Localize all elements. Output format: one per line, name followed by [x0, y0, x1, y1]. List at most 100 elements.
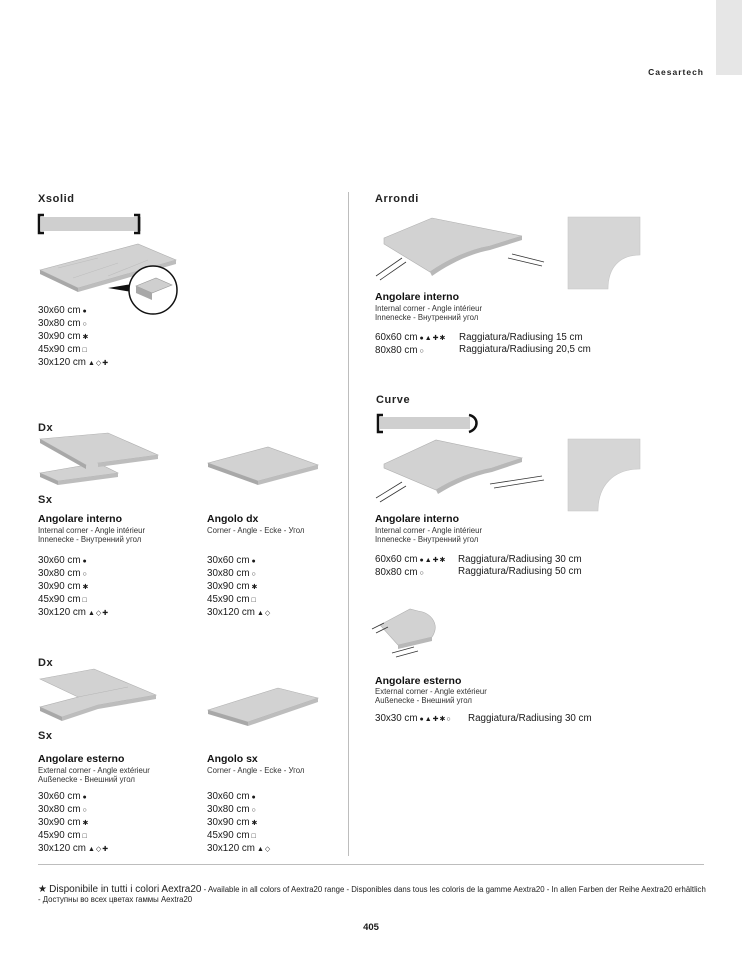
footer-divider: [38, 864, 704, 865]
subtitle-line: Außenecke - Внешний угол: [38, 775, 135, 784]
color-symbols: ●: [82, 794, 88, 801]
color-symbols: ○: [82, 571, 88, 578]
interno-title: Angolare interno: [38, 513, 123, 525]
page-tab: [716, 0, 742, 75]
color-symbols: ○: [419, 570, 425, 577]
curve-subtitle: Internal corner - Angle intérieur Innene…: [375, 526, 482, 544]
subtitle-line: Innenecke - Внутренний угол: [375, 535, 479, 544]
size-text: 30x120 cm: [38, 357, 86, 368]
size-row: 80x80 cm○: [375, 567, 446, 580]
radius-text: Raggiatura/Radiusing 20,5 cm: [459, 344, 591, 355]
size-row: 60x60 cm●▲✚✱: [375, 332, 446, 345]
curve-size-list: 60x60 cm●▲✚✱ 80x80 cm○: [375, 554, 446, 580]
color-symbols: □: [251, 597, 257, 604]
esterno-size-list: 30x60 cm● 30x80 cm○ 30x90 cm✱ 45x90 cm□ …: [38, 791, 109, 856]
color-symbols: ●: [251, 794, 257, 801]
color-symbols: □: [82, 833, 88, 840]
size-text: 30x120 cm: [38, 607, 86, 618]
color-symbols: ✱: [251, 820, 259, 827]
size-text: 30x120 cm: [207, 843, 255, 854]
size-text: 30x90 cm: [38, 331, 81, 342]
size-text: 30x80 cm: [38, 318, 81, 329]
size-row: 30x80 cm○: [207, 568, 271, 581]
size-row: 30x60 cm●: [38, 555, 109, 568]
size-text: 80x80 cm: [375, 345, 418, 356]
subtitle-line: Internal corner - Angle intérieur: [375, 304, 483, 313]
radius-text: Raggiatura/Radiusing 30 cm: [458, 554, 582, 565]
curve-title: Curve: [376, 394, 411, 406]
subtitle-line: External corner - Angle extérieur: [375, 687, 487, 696]
size-row: 30x120 cm▲◇: [207, 843, 271, 856]
angolo-sx-illustration: [206, 687, 320, 726]
size-text: 45x90 cm: [38, 594, 81, 605]
subtitle-line: Innenecke - Внутренний угол: [38, 535, 142, 544]
size-row: 30x30 cm●▲✚✱○: [375, 713, 452, 726]
subtitle-line: Internal corner - Angle intérieur: [38, 526, 146, 535]
size-row: 30x90 cm✱: [207, 581, 271, 594]
curve-esterno-size-list: 30x30 cm●▲✚✱○: [375, 713, 452, 726]
size-text: 30x60 cm: [207, 555, 250, 566]
curve-external-corner-illustration: [371, 608, 436, 658]
star-icon: ★: [38, 884, 47, 895]
color-symbols: ✱: [82, 584, 90, 591]
interno-corner-illustration: [38, 432, 160, 485]
size-text: 30x60 cm: [38, 305, 81, 316]
curve-profile-illustration: [376, 413, 478, 434]
size-text: 30x30 cm: [375, 713, 418, 724]
size-row: 30x60 cm●: [38, 305, 109, 318]
size-text: 45x90 cm: [207, 830, 250, 841]
size-text: 30x60 cm: [38, 791, 81, 802]
availability-main: Disponibile in tutti i colori Aextra20: [49, 884, 202, 895]
esterno-subtitle: External corner - Angle extérieur Außene…: [38, 766, 150, 784]
angolo-sx-title: Angolo sx: [207, 753, 258, 765]
esterno-corner-illustration: [39, 668, 158, 721]
arrondi-subtitle: Internal corner - Angle intérieur Innene…: [375, 304, 482, 322]
size-row: 30x120 cm▲◇: [207, 607, 271, 620]
size-row: 30x80 cm○: [207, 804, 271, 817]
color-symbols: ●: [82, 558, 88, 565]
size-text: 30x80 cm: [38, 804, 81, 815]
color-symbols: ●▲✚✱: [419, 557, 447, 564]
brand-name: Caesartech: [648, 67, 704, 77]
color-symbols: □: [82, 347, 88, 354]
esterno-dx-label: Dx: [38, 657, 54, 669]
color-symbols: ●▲✚✱: [419, 335, 447, 342]
color-symbols: ○: [251, 571, 257, 578]
size-text: 30x60 cm: [207, 791, 250, 802]
size-text: 60x60 cm: [375, 332, 418, 343]
size-text: 45x90 cm: [38, 830, 81, 841]
size-text: 30x120 cm: [38, 843, 86, 854]
curve-prod-title: Angolare interno: [375, 513, 460, 525]
size-row: 80x80 cm○: [375, 345, 446, 358]
size-row: 45x90 cm□: [38, 594, 109, 607]
interno-sx-label: Sx: [38, 494, 53, 506]
size-row: 30x60 cm●: [207, 555, 271, 568]
size-text: 30x120 cm: [207, 607, 255, 618]
subtitle-line: Innenecke - Внутренний угол: [375, 313, 479, 322]
radius-text: Raggiatura/Radiusing 15 cm: [459, 332, 583, 343]
radius-text: Raggiatura/Radiusing 30 cm: [468, 713, 592, 724]
radius-text: Raggiatura/Radiusing 50 cm: [458, 566, 582, 577]
size-text: 45x90 cm: [207, 594, 250, 605]
size-row: 30x120 cm▲◇✚: [38, 357, 109, 370]
angolo-dx-subtitle: Corner - Angle - Ecke - Угол: [207, 526, 305, 535]
color-symbols: □: [251, 833, 257, 840]
size-text: 30x80 cm: [38, 568, 81, 579]
size-text: 30x60 cm: [38, 555, 81, 566]
size-row: 30x60 cm●: [38, 791, 109, 804]
xsolid-tile-illustration: [39, 243, 178, 315]
color-symbols: ▲◇✚: [87, 846, 110, 853]
size-text: 60x60 cm: [375, 554, 418, 565]
xsolid-profile-illustration: [37, 213, 141, 235]
arrondi-prod-title: Angolare interno: [375, 291, 460, 303]
size-text: 30x90 cm: [207, 817, 250, 828]
size-row: 30x80 cm○: [38, 568, 109, 581]
esterno-title: Angolare esterno: [38, 753, 125, 765]
color-symbols: ●: [82, 308, 88, 315]
size-text: 30x90 cm: [38, 817, 81, 828]
curve-esterno-radius-list: Raggiatura/Radiusing 30 cm: [468, 713, 592, 725]
color-symbols: ○: [251, 807, 257, 814]
curve-radius-list: Raggiatura/Radiusing 30 cm Raggiatura/Ra…: [458, 554, 582, 578]
size-text: 30x90 cm: [38, 581, 81, 592]
size-row: 30x80 cm○: [38, 318, 109, 331]
